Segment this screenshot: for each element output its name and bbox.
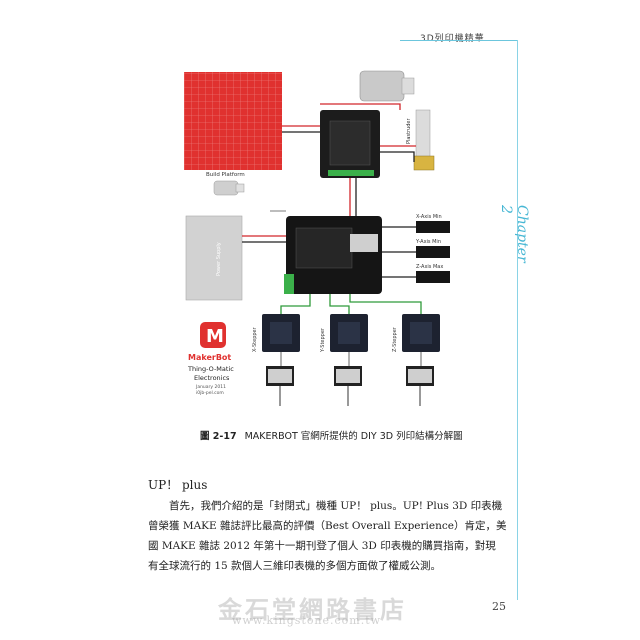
header-rule: [400, 40, 518, 41]
product-line-1: Thing-O-Matic: [187, 365, 234, 373]
plastruder: [415, 109, 431, 161]
watermark-url: www.kingstone.com.tw: [232, 614, 382, 627]
y-axis-min-switch: [416, 246, 450, 258]
x-axis-min-switch: [416, 221, 450, 233]
side-rule: [517, 40, 518, 600]
paragraph-line: 國 MAKE 雜誌 2012 年第十一期刊登了個人 3D 印表機的購買指南，對現: [148, 540, 496, 552]
x-stepper-label: X-Stepper: [252, 326, 258, 352]
y-axis-min-label: Y-Axis Min: [415, 239, 441, 245]
makerbot-logo: M MakerBot Thing-O-Matic Electronics Jan…: [187, 322, 234, 396]
z-stepper-label: Z-Stepper: [392, 326, 398, 352]
y-stepper-label: Y-Stepper: [320, 327, 326, 353]
svg-text:M: M: [206, 326, 224, 347]
extruder-motor: [359, 70, 405, 102]
chapter-tab: Chapter 2: [498, 205, 530, 263]
z-axis-max-label: Z-Axis Max: [416, 264, 443, 270]
paragraph-line: 曾榮獲 MAKE 雜誌評比最高的評價（Best Overall Experien…: [148, 520, 507, 532]
running-head: 3D列印機精華: [420, 34, 485, 44]
section-title: UP！ plus: [148, 478, 208, 492]
platform-motor: [213, 180, 239, 196]
z-axis-max-switch: [416, 271, 450, 283]
date-line: January 2011: [195, 384, 226, 390]
plastruder-label: Plastruder: [406, 117, 412, 144]
page-number: 25: [492, 600, 506, 613]
build-platform-label: Build Platform: [206, 172, 245, 178]
endstops: X-Axis Min Y-Axis Min Z-Axis Max: [415, 214, 450, 283]
body-paragraph: 首先，我們介紹的是「封閉式」機種 UP！ plus。UP! Plus 3D 印表…: [148, 496, 514, 576]
figure-number: 圖 2-17: [200, 431, 237, 442]
wiring: [242, 103, 422, 366]
caption-text: MAKERBOT 官網所提供的 DIY 3D 列印結構分解圖: [244, 431, 463, 442]
build-platform: [184, 72, 282, 170]
paragraph-line: 有全球流行的 15 款個人三維印表機的多個方面做了權威公測。: [148, 560, 442, 572]
product-line-2: Electronics: [194, 374, 230, 382]
x-axis-min-label: X-Axis Min: [416, 214, 442, 220]
power-supply-label: Power Supply: [216, 242, 222, 276]
credit-line: i0jb-pel.com: [196, 390, 224, 396]
paragraph-line: 首先，我們介紹的是「封閉式」機種 UP！ plus。UP! Plus 3D 印表…: [148, 500, 503, 512]
wiring-diagram-figure: Build Platform Plastruder Power Supply X…: [184, 70, 450, 406]
logo-text: MakerBot: [188, 353, 231, 362]
watermark-text: 金石堂網路書店: [218, 595, 407, 624]
power-supply: [185, 215, 243, 301]
figure-caption: 圖 2-17 MAKERBOT 官網所提供的 DIY 3D 列印結構分解圖: [200, 428, 463, 442]
